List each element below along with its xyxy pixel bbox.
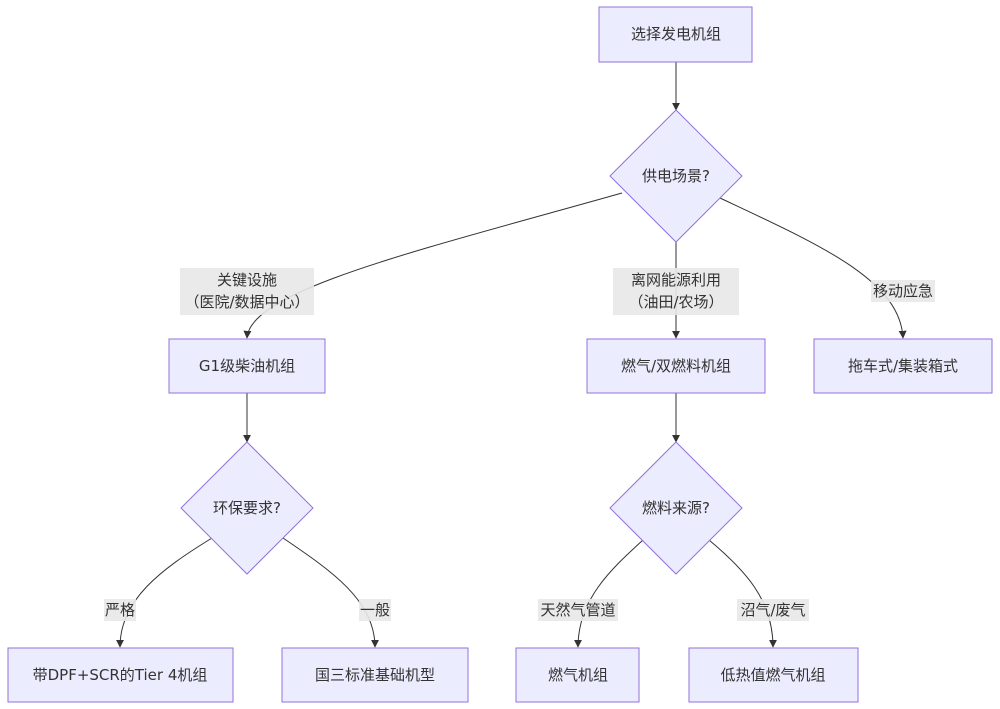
node-trailer[interactable]: 拖车式/集装箱式 bbox=[813, 338, 993, 394]
node-start[interactable]: 选择发电机组 bbox=[598, 6, 753, 63]
node-gas-unit[interactable]: 燃气机组 bbox=[515, 647, 640, 703]
edge-env-to-tier4 bbox=[116, 537, 213, 648]
node-gas-unit-label: 燃气机组 bbox=[548, 666, 608, 684]
edge-label-strict: 严格 bbox=[104, 599, 136, 621]
edge-label-pipeline-text: 天然气管道 bbox=[540, 601, 615, 619]
decision-scenario[interactable]: 供电场景? bbox=[609, 109, 743, 243]
edge-label-offgrid: 离网能源利用 （油田/农场） bbox=[613, 268, 739, 315]
node-diesel-label: G1级柴油机组 bbox=[199, 357, 295, 375]
edge-scenario-to-trailer bbox=[719, 197, 907, 339]
node-tier4-label: 带DPF+SCR的Tier 4机组 bbox=[33, 666, 208, 684]
decision-fuel-source[interactable]: 燃料来源? bbox=[609, 441, 743, 575]
edge-label-mobile-text: 移动应急 bbox=[873, 282, 933, 300]
edge-env-to-gb3 bbox=[282, 537, 379, 648]
node-low-heat-label: 低热值燃气机组 bbox=[720, 666, 825, 684]
edge-scenario-to-diesel bbox=[243, 192, 623, 339]
edge-label-critical-line1: 关键设施 bbox=[217, 271, 277, 289]
node-gas-dual[interactable]: 燃气/双燃料机组 bbox=[586, 338, 766, 394]
node-gb3-label: 国三标准基础机型 bbox=[315, 666, 435, 684]
decision-env[interactable]: 环保要求? bbox=[180, 441, 314, 575]
decision-scenario-label: 供电场景? bbox=[642, 167, 710, 185]
edge-fuel-to-gas-unit bbox=[574, 539, 644, 648]
edge-label-strict-text: 严格 bbox=[105, 601, 135, 619]
edge-label-offgrid-line1: 离网能源利用 bbox=[631, 271, 721, 289]
edge-label-pipeline: 天然气管道 bbox=[538, 599, 618, 621]
edge-label-offgrid-line2: （油田/农场） bbox=[628, 293, 723, 311]
edge-label-mobile: 移动应急 bbox=[871, 280, 935, 302]
edge-label-critical: 关键设施 （医院/数据中心） bbox=[180, 268, 314, 315]
edge-label-critical-line2: （医院/数据中心） bbox=[184, 293, 309, 311]
edge-label-general: 一般 bbox=[359, 599, 391, 621]
edge-label-biogas-text: 沼气/废气 bbox=[740, 601, 805, 619]
node-tier4[interactable]: 带DPF+SCR的Tier 4机组 bbox=[7, 647, 234, 703]
node-trailer-label: 拖车式/集装箱式 bbox=[848, 357, 958, 375]
edge-label-biogas: 沼气/废气 bbox=[737, 599, 809, 621]
node-start-label: 选择发电机组 bbox=[631, 25, 721, 43]
edge-label-general-text: 一般 bbox=[360, 601, 390, 619]
decision-env-label: 环保要求? bbox=[213, 499, 281, 517]
node-gas-dual-label: 燃气/双燃料机组 bbox=[621, 357, 731, 375]
node-low-heat[interactable]: 低热值燃气机组 bbox=[688, 647, 859, 703]
edge-fuel-to-low-heat bbox=[708, 539, 777, 648]
node-diesel[interactable]: G1级柴油机组 bbox=[168, 338, 326, 394]
node-gb3[interactable]: 国三标准基础机型 bbox=[281, 647, 469, 703]
decision-fuel-source-label: 燃料来源? bbox=[642, 499, 710, 517]
edges bbox=[116, 62, 907, 648]
